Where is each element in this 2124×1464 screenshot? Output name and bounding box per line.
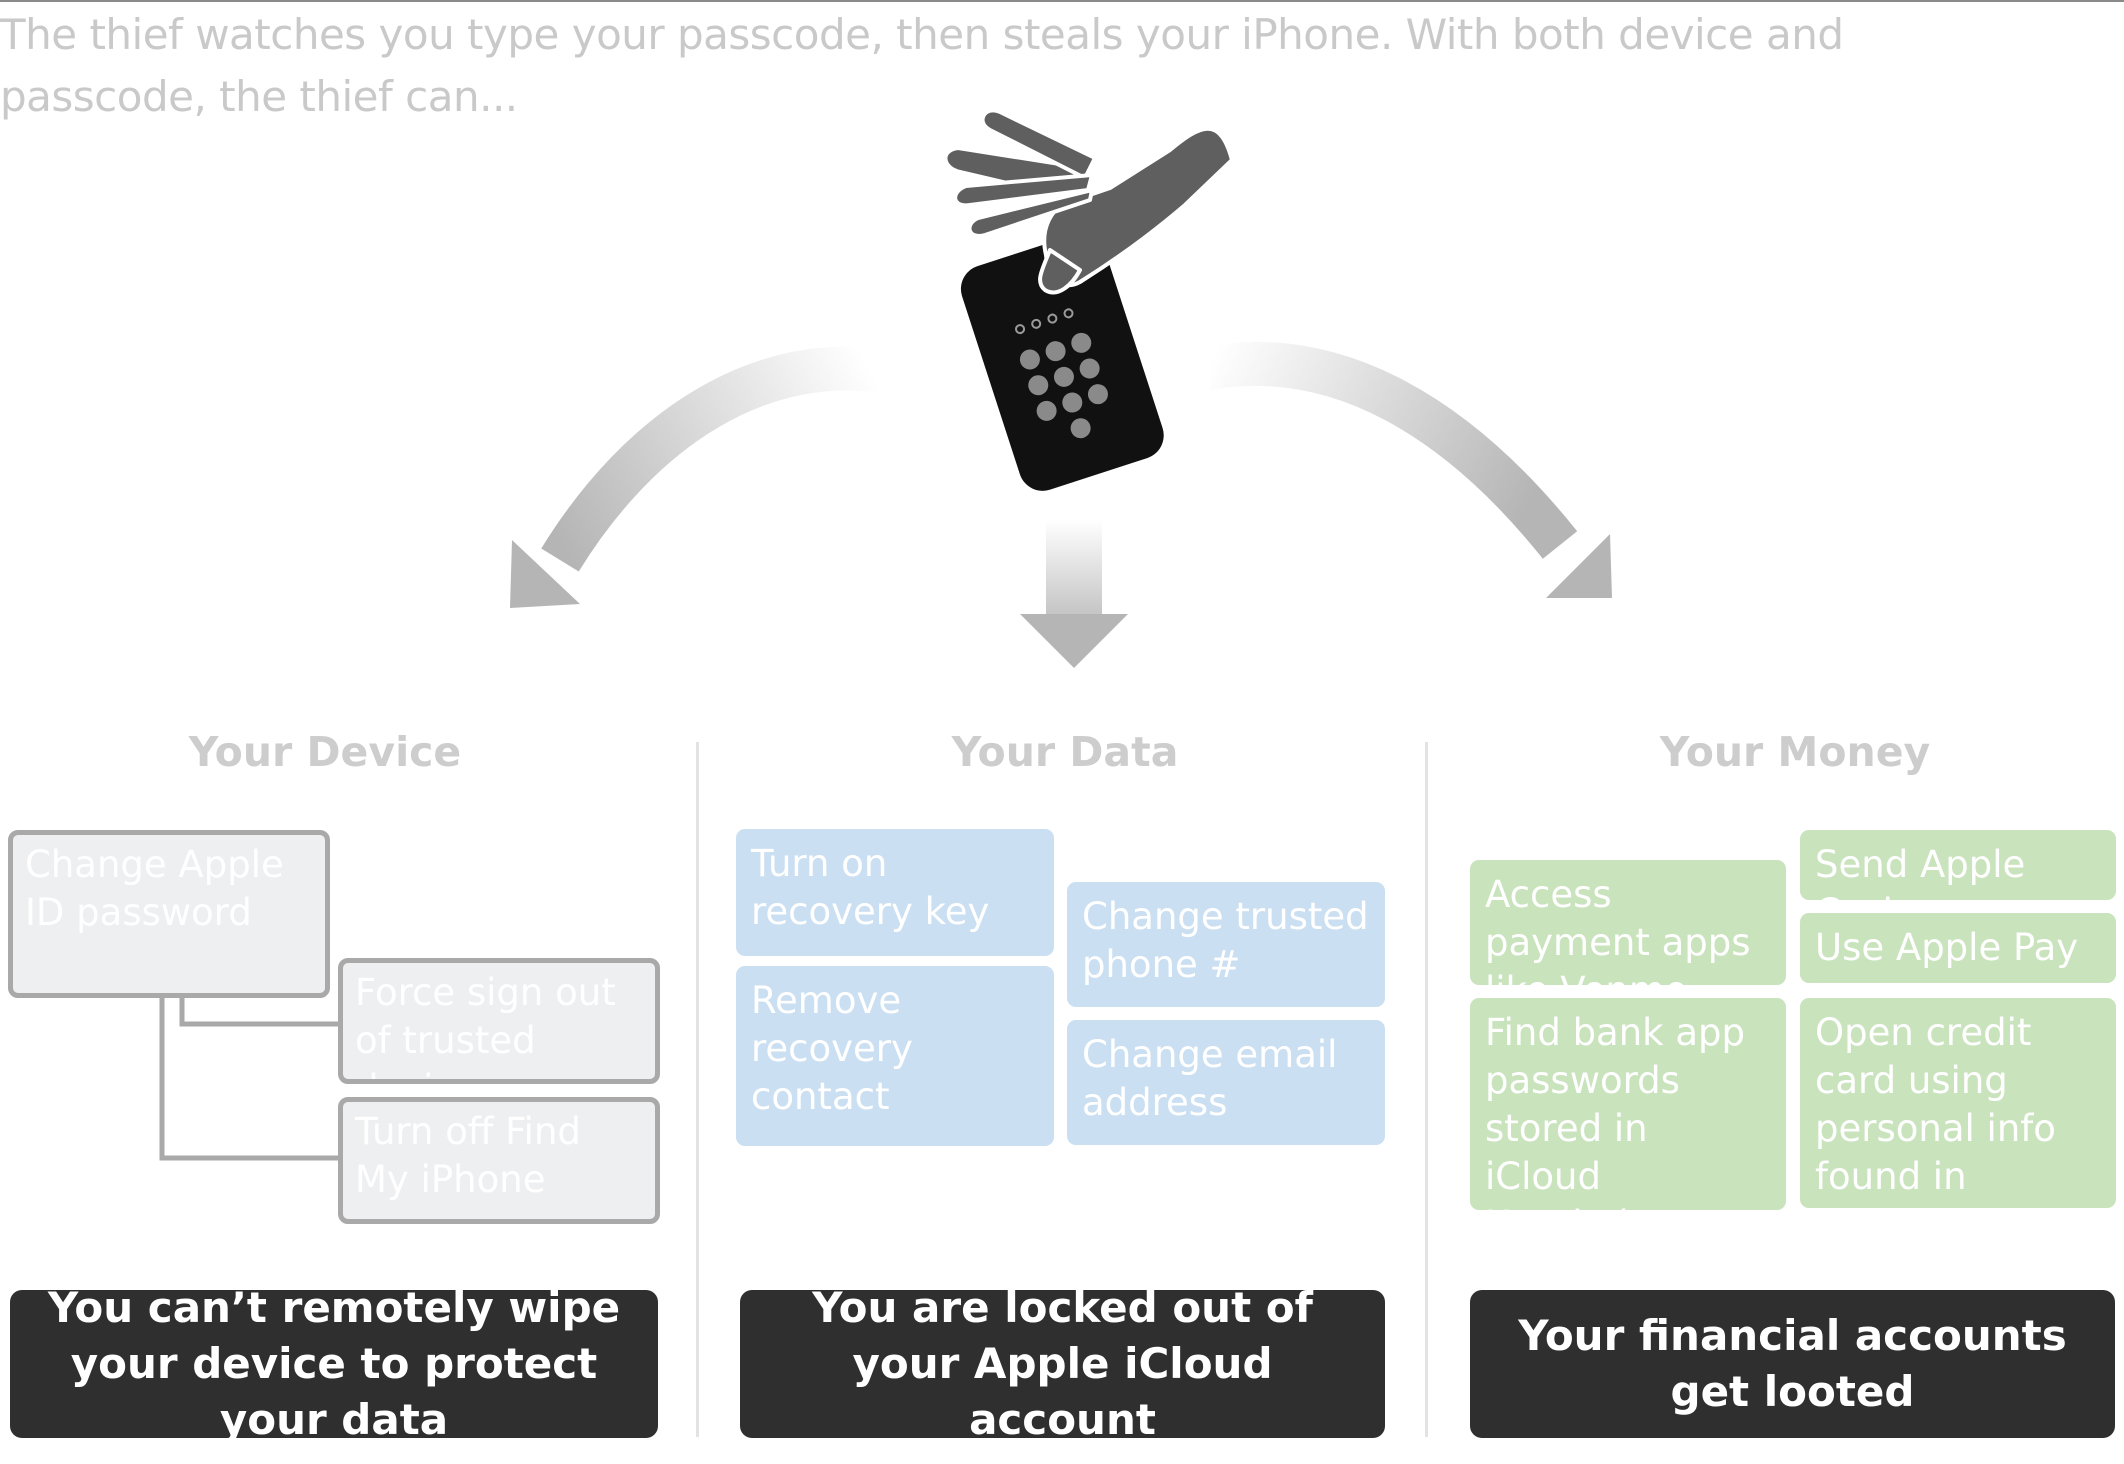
intro-text: The thief watches you type your passcode… <box>0 10 1844 121</box>
box-turn-off-find-my: Turn off Find My iPhone <box>338 1097 660 1224</box>
box-use-apple-pay: Use Apple Pay <box>1800 913 2116 983</box>
curved-arrow-left-icon <box>510 346 894 608</box>
box-remove-recovery-contact: Remove recovery contact <box>736 966 1054 1146</box>
divider-left <box>696 742 699 1437</box>
box-send-apple-cash: Send Apple Cash <box>1800 830 2116 900</box>
top-rule <box>0 0 2124 2</box>
hand-icon <box>943 108 1234 295</box>
box-change-apple-id-password: Change Apple ID password <box>8 830 330 998</box>
verdict-money: Your financial accounts get looted <box>1470 1290 2115 1438</box>
phone-keypad-icon <box>960 233 1164 491</box>
box-force-sign-out: Force sign out of trusted devices <box>338 958 660 1084</box>
column-title-data: Your Data <box>951 728 1179 776</box>
curved-arrow-right-icon <box>1204 342 1612 598</box>
divider-right <box>1425 742 1428 1437</box>
box-change-trusted-phone: Change trusted phone # <box>1067 882 1385 1007</box>
box-find-bank-passwords: Find bank app passwords stored in iCloud… <box>1470 998 1786 1210</box>
verdict-device: You can’t remotely wipe your device to p… <box>10 1283 658 1444</box>
box-open-credit-card: Open credit card using personal info fou… <box>1800 998 2116 1208</box>
arrow-down-icon <box>1020 520 1128 668</box>
column-title-device: Your Device <box>188 728 462 776</box>
theft-illustration <box>510 108 1612 668</box>
box-access-payment-apps: Access payment apps like Venmo <box>1470 860 1786 985</box>
box-change-email-address: Change email address <box>1067 1020 1385 1145</box>
column-title-money: Your Money <box>1659 728 1931 776</box>
verdict-data: You are locked out of your Apple iCloud … <box>740 1283 1385 1444</box>
box-turn-on-recovery-key: Turn on recovery key <box>736 829 1054 956</box>
